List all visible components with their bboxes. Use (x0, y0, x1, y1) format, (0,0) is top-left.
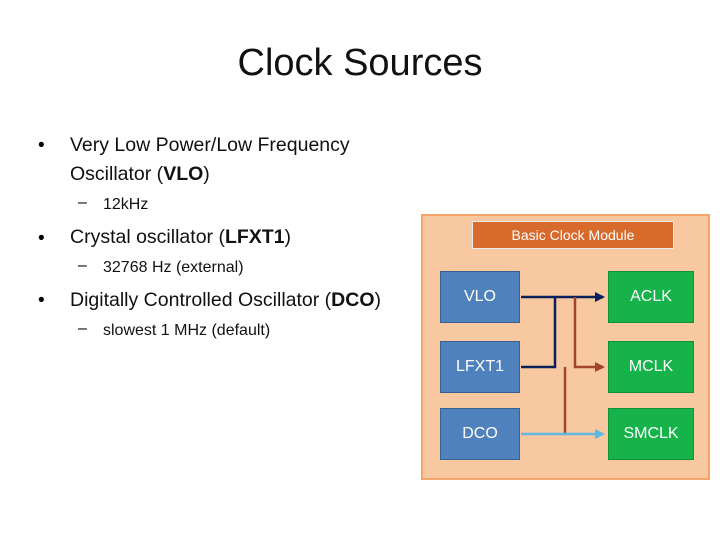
clock-module-label: Basic Clock Module (472, 221, 674, 249)
bullet-dco-bold: DCO (331, 289, 375, 311)
bullet-vlo: Very Low Power/Low Frequency Oscillator … (70, 131, 350, 189)
bullet-dco-sub: slowest 1 MHz (default) (103, 322, 271, 339)
output-smclk: SMCLK (608, 408, 694, 460)
bullet-vlo-bold: VLO (163, 163, 204, 185)
bullet-dco-post: ) (374, 289, 382, 311)
bullet-dot: • (38, 135, 45, 156)
source-lfxt1: LFXT1 (440, 341, 520, 393)
wire-lfxt1 (521, 297, 557, 369)
bullet-lfxt1: Crystal oscillator (LFXT1) (70, 223, 291, 252)
output-aclk: ACLK (608, 271, 694, 323)
bullet-lfxt1-pre: Crystal oscillator ( (70, 226, 225, 248)
bullet-vlo-line2-pre: Oscillator ( (70, 163, 164, 185)
bullet-dot: • (38, 290, 45, 311)
bullet-vlo-line1: Very Low Power/Low Frequency (70, 134, 350, 156)
bullet-lfxt1-sub: 32768 Hz (external) (103, 259, 244, 276)
bullet-dco: Digitally Controlled Oscillator (DCO) (70, 286, 381, 315)
output-mclk: MCLK (608, 341, 694, 393)
source-vlo: VLO (440, 271, 520, 323)
bullet-dot: • (38, 228, 45, 249)
bullet-vlo-sub: 12kHz (103, 196, 149, 213)
slide-title: Clock Sources (237, 42, 483, 84)
wire-vlo-branch (573, 297, 605, 372)
sub-dash: – (78, 194, 87, 211)
bullet-vlo-post: ) (203, 163, 210, 185)
bullet-lfxt1-bold: LFXT1 (224, 226, 285, 248)
bullet-lfxt1-post: ) (284, 226, 292, 248)
source-dco: DCO (440, 408, 520, 460)
sub-dash: – (78, 320, 87, 337)
bullet-dco-pre: Digitally Controlled Oscillator ( (70, 289, 332, 311)
sub-dash: – (78, 257, 87, 274)
